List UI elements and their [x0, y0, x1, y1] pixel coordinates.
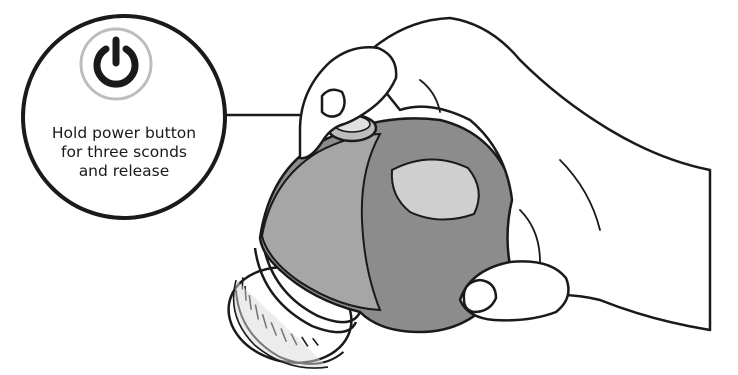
callout-instruction-text: Hold power button for three sconds and r…: [18, 124, 230, 181]
power-icon: [81, 29, 151, 99]
callout-line-1: Hold power button: [18, 124, 230, 143]
callout-line-2: for three sconds: [18, 143, 230, 162]
callout-line-3: and release: [18, 162, 230, 181]
